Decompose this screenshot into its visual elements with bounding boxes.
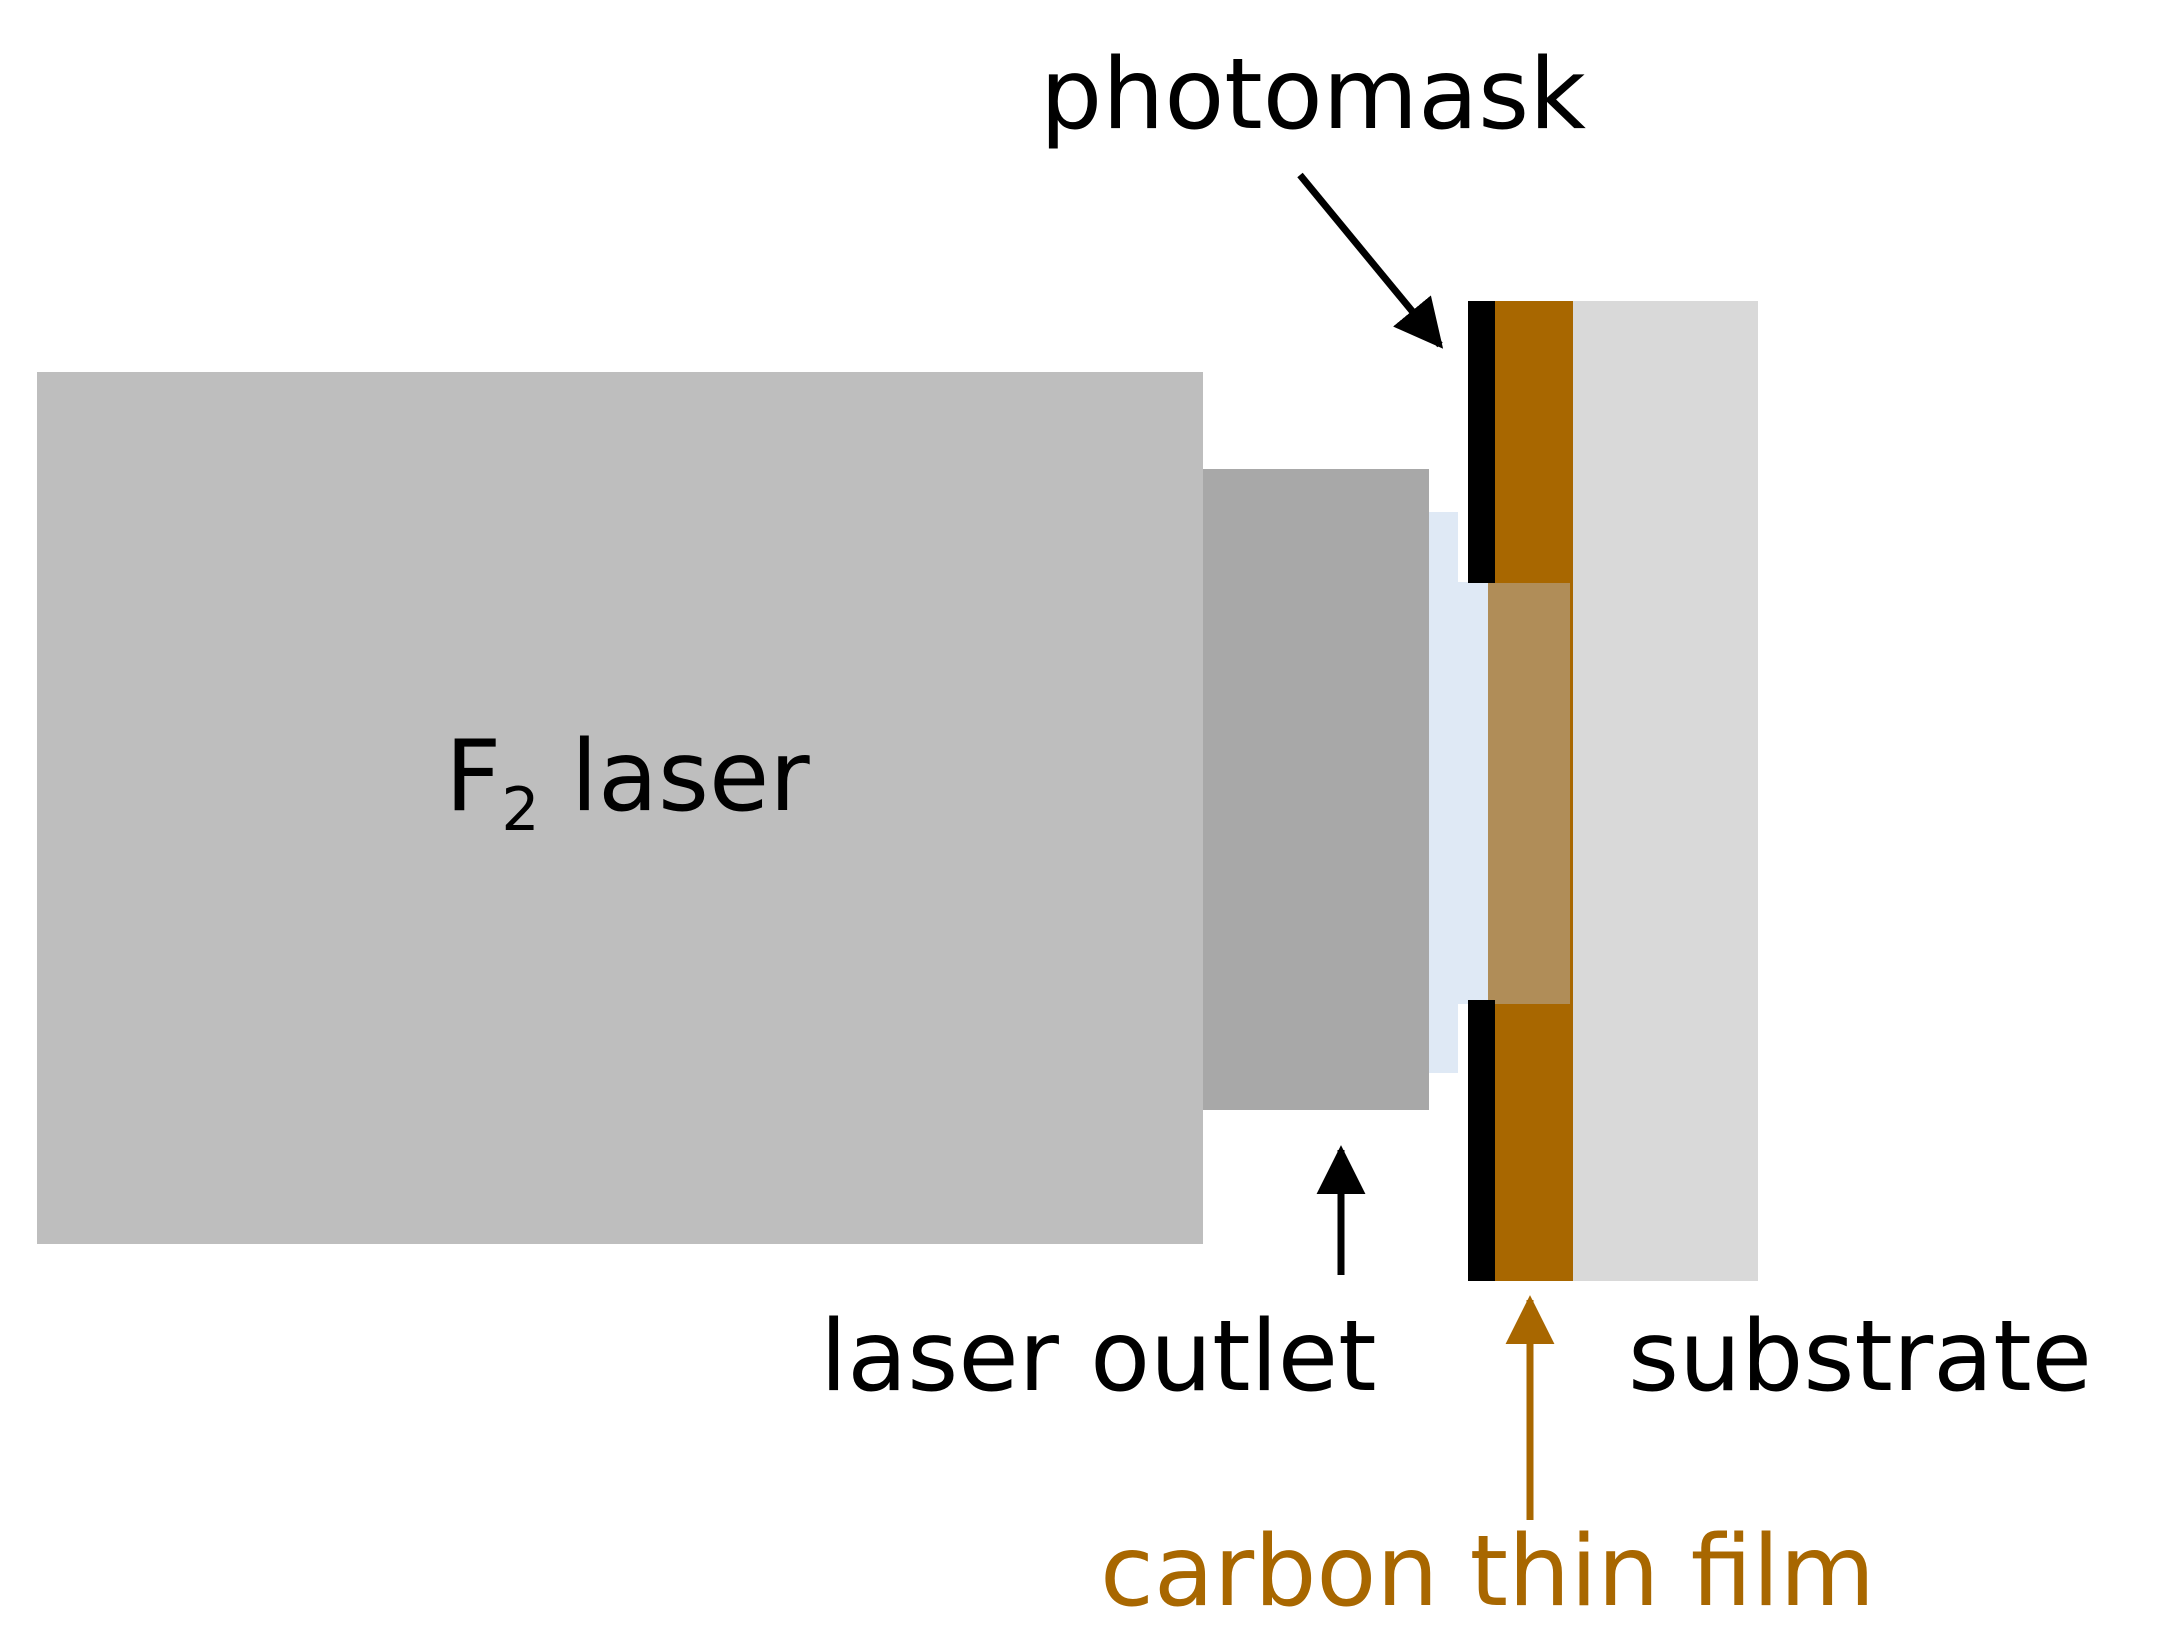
carbon-film-label: carbon thin film	[1100, 1515, 1875, 1629]
laser-label: F2 laser	[445, 720, 810, 845]
photomask-label: photomask	[1040, 38, 1586, 152]
laser-outlet	[1203, 469, 1429, 1110]
laser-beam	[1429, 512, 1458, 1073]
photomask-top	[1468, 301, 1495, 583]
substrate	[1573, 301, 1758, 1281]
laser-body	[37, 372, 1203, 1244]
laser-outlet-label: laser outlet	[820, 1300, 1377, 1414]
exposed-film-region	[1488, 583, 1570, 1004]
photomask-bottom	[1468, 1000, 1495, 1281]
laser-beam-gap	[1458, 582, 1488, 1004]
substrate-label: substrate	[1628, 1300, 2092, 1414]
photomask-arrow	[1297, 172, 1444, 349]
